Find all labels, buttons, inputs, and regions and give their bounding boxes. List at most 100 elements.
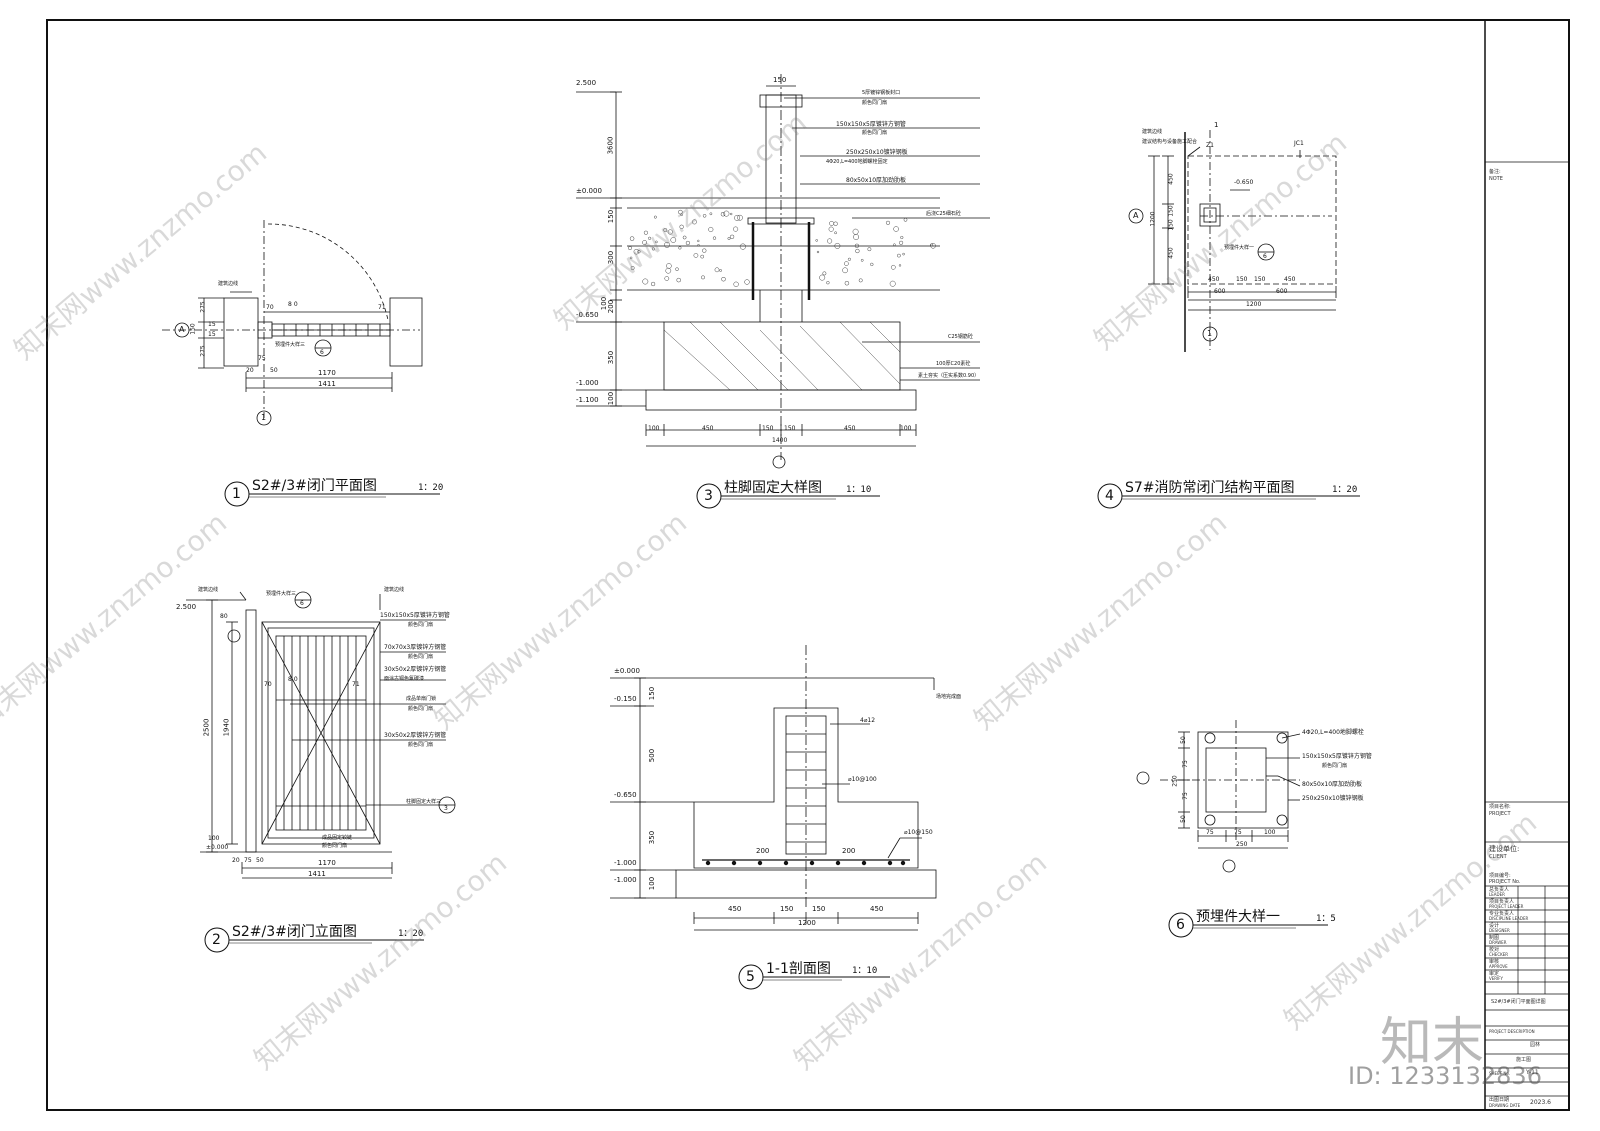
tb-projno-en: PROJECT No. (1489, 879, 1521, 885)
d3-dim-100b: 100 (607, 391, 616, 406)
plan1-dim-15a: 15 (208, 321, 216, 328)
tb-disc: 园林 (1530, 1042, 1541, 1048)
d3-note4: 80x50x10厚加劲肋板 (846, 177, 907, 184)
stipple-dot (629, 236, 635, 241)
tb-date-en: DRAWING DATE (1489, 1103, 1521, 1108)
d6-h75b: 75 (1234, 829, 1242, 836)
plan1-dim-1411: 1411 (318, 380, 336, 388)
stipple-dot (629, 256, 633, 260)
stipple-dot (819, 274, 826, 281)
plan4-embed-num: 6 (1263, 253, 1267, 260)
d3-bdim-100a: 100 (648, 425, 660, 432)
d6-h100: 100 (1264, 829, 1276, 836)
stipple-dot (642, 278, 649, 285)
stipple-dot (854, 243, 860, 248)
plan1-dim-71: 71 (378, 304, 386, 311)
plan1-dim-75: 75 (258, 355, 266, 362)
d3-bdim-1400: 1400 (772, 437, 788, 444)
tb-client-cn: 建设单位: (1489, 845, 1520, 853)
tb-sheetno-en: SHEET No. (1489, 1071, 1510, 1076)
elev2-note6a: 成品固定铰链 (322, 835, 353, 841)
d6-h250: 250 (1236, 841, 1248, 848)
sect5-bdim-450b: 450 (870, 905, 884, 913)
stipple-dot (633, 248, 640, 255)
stipple-dot (719, 269, 722, 272)
stipple-dot (670, 237, 677, 243)
elev2-note1a: 150x150x5厚镀锌方钢管 (380, 612, 450, 619)
elev2-embed-num: 6 (300, 600, 304, 607)
d6-v50a: 50 (1179, 736, 1187, 744)
tb-role-6-en: CHECKER (1489, 952, 1509, 957)
d3-bdim-150a: 150 (762, 425, 774, 432)
tb-project-en: PROJECT (1489, 811, 1511, 817)
d4-title: S7#消防常闭门结构平面图 (1125, 480, 1295, 496)
stipple-dot (730, 212, 733, 216)
sect5-lvl-1000: -1.000 (614, 859, 637, 867)
sect5-note-stir1: ⌀10@100 (848, 776, 877, 783)
sect5-lvl-0150: -0.150 (614, 695, 637, 703)
elev2-lvl-2500: 2.500 (176, 603, 197, 611)
tb-date: 2023.6 (1530, 1099, 1551, 1106)
tb-role-7: 审核 (1489, 959, 1500, 965)
d3-lvl-1000: -1.000 (576, 379, 599, 387)
elev2-note5a: 30x50x2厚镀锌方钢管 (384, 732, 447, 739)
d6-v75a: 75 (1181, 760, 1189, 768)
plan1-dim-150: 150 (189, 323, 197, 335)
plan1-embed-note: 预埋件大样三 (275, 342, 306, 348)
sect5-dim-100: 100 (648, 876, 657, 891)
d3-dim-150-top: 150 (773, 76, 787, 84)
d3-note7: 100厚C20素砼 (936, 361, 971, 367)
elev2-lvl-000: ±0.000 (206, 844, 229, 851)
plan4-h600b: 600 (1276, 288, 1288, 295)
stipple-dot (867, 247, 872, 252)
plan4-sec-top: 1 (1214, 121, 1219, 129)
d3-note6: C25钢筋砼 (948, 334, 973, 340)
elev2-detail-num: 3 (444, 805, 448, 812)
d3-bdim-150b: 150 (784, 425, 796, 432)
plan-1-drawing (162, 220, 423, 426)
d6-note2b: 颜色同门扇 (1322, 763, 1348, 769)
elev2-note4a: 成品单扇门锁 (406, 696, 437, 702)
d3-scale: 1：10 (846, 485, 872, 495)
sect5-bdim-450a: 450 (728, 905, 742, 913)
sect5-note-bar: 4⌀12 (860, 717, 876, 724)
stipple-dot (697, 239, 700, 243)
stipple-dot (700, 254, 705, 259)
d3-dim-350: 350 (607, 350, 616, 365)
elev2-wall-note-r: 建筑边线 (384, 587, 405, 593)
stipple-dot (675, 267, 679, 271)
watermark-id: ID: 1233132836 (1348, 1062, 1542, 1090)
stipple-dot (666, 263, 672, 269)
elev2-dim-70: 70 (264, 681, 272, 688)
stipple-dot (697, 244, 700, 247)
tb-stage: 施工图 (1516, 1057, 1532, 1063)
plan4-h450b: 450 (1284, 276, 1296, 283)
d6-num: 6 (1176, 917, 1185, 933)
section-5-drawing (610, 645, 937, 931)
elev2-note2b: 颜色同门扇 (408, 654, 434, 660)
d4-scale: 1：20 (1332, 485, 1358, 495)
stipple-dot (702, 214, 707, 218)
plan4-v1200: 1200 (1149, 211, 1157, 227)
elev2-note3a: 30x50x2厚镀锌方钢管 (384, 666, 447, 673)
plan4-jc1: JC1 (1294, 140, 1304, 147)
stipple-dot (702, 248, 707, 253)
stipple-dot (847, 257, 851, 261)
plan4-embed-note: 预埋件大样一 (1224, 245, 1255, 251)
stipple-dot (664, 276, 670, 281)
sect5-dim-500: 500 (648, 748, 657, 763)
stipple-dot (643, 230, 648, 235)
tb-role-8: 审定 (1489, 971, 1500, 977)
stipple-dot (637, 250, 641, 254)
plan1-axis-a: A (179, 325, 185, 334)
plan1-dim-50: 50 (270, 367, 278, 374)
d6-v75b: 75 (1181, 792, 1189, 800)
plan1-dim-275b: 275 (199, 345, 207, 357)
stipple-dot (826, 281, 830, 285)
stipple-dot (628, 246, 632, 251)
stipple-dot (642, 240, 648, 245)
plan1-wall-left (223, 297, 259, 367)
d1-title: S2#/3#闭门平面图 (252, 478, 377, 494)
d6-v250: 250 (1171, 775, 1179, 787)
d6-note1: 4Φ20,L=400地脚螺栓 (1302, 729, 1364, 736)
